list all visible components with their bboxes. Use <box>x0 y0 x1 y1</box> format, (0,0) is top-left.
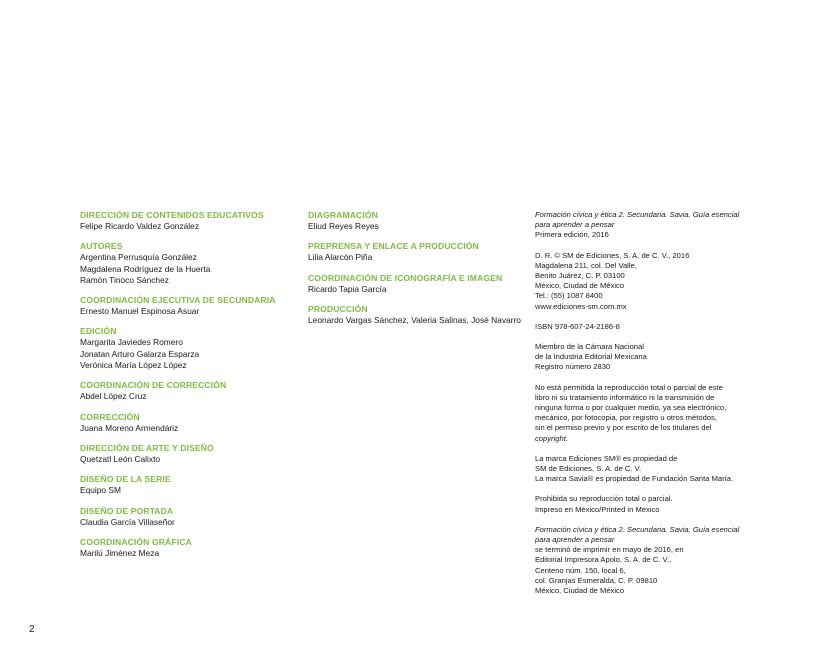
credit-name: Ramón Tinoco Sánchez <box>80 274 169 285</box>
legal-line: ninguna forma o por cualquier medio, ya … <box>535 403 727 413</box>
section-heading: PRODUCCIÓN <box>308 303 368 314</box>
legal-line: Primera edición, 2016 <box>535 230 609 240</box>
credit-name: Juana Moreno Armendáriz <box>80 422 179 433</box>
legal-line: SM de Ediciones, S. A. de C. V. <box>535 464 642 474</box>
legal-line: D. R. © SM de Ediciones, S. A. de C. V.,… <box>535 250 690 260</box>
legal-paragraph: Formación cívica y ética 2. Secundaria. … <box>535 210 740 241</box>
legal-line: La marca Ediciones SM® es propiedad de <box>535 453 678 463</box>
legal-paragraph: Prohibida su reproducción total o parcia… <box>535 494 735 514</box>
legal-line: La marca Savia® es propiedad de Fundació… <box>535 474 734 484</box>
credit-name: Ernesto Manuel Espinosa Asuar <box>80 306 200 317</box>
legal-line: Benito Juárez, C. P. 03100 <box>535 271 625 281</box>
legal-line: mecánico, por fotocopia, por registro u … <box>535 413 717 423</box>
legal-line: Prohibida su reproducción total o parcia… <box>535 494 673 504</box>
section-heading: DISEÑO DE PORTADA <box>80 505 174 516</box>
section-heading: EDICIÓN <box>80 326 117 337</box>
credit-name: Verónica María López López <box>80 360 187 371</box>
section-heading: COORDINACIÓN DE CORRECCIÓN <box>80 380 227 391</box>
legal-line: Magdalena 211, col. Del Valle, <box>535 260 637 270</box>
legal-line: Tel.: (55) 1087 8400 <box>535 291 603 301</box>
legal-line: México, Ciudad de México <box>535 586 625 596</box>
legal-line: Editorial Impresora Apolo, S. A. de C. V… <box>535 555 672 565</box>
legal-line: Centeno núm. 150, local 6, <box>535 565 626 575</box>
credit-name: Quetzatl León Calixto <box>80 453 161 464</box>
section-heading: DIAGRAMACIÓN <box>308 210 378 220</box>
credit-name: Magdalena Rodríguez de la Huerta <box>80 263 211 274</box>
credit-name: Claudia García Villaseñor <box>80 516 175 527</box>
legal-line: se terminó de imprimir en mayo de 2016, … <box>535 545 684 555</box>
credit-name: Equipo SM <box>80 485 121 496</box>
legal-paragraph: No está permitida la reproducción total … <box>535 383 735 444</box>
section-heading: DISEÑO DE LA SERIE <box>80 474 171 485</box>
legal-line: Miembro de la Cámara Nacional <box>535 342 644 352</box>
legal-line: de la Industria Editorial Mexicana <box>535 352 647 362</box>
legal-line: ISBN 978-607-24-2186-8 <box>535 321 620 331</box>
credit-name: Margarita Javiedes Romero <box>80 337 183 348</box>
section-heading: COORDINACIÓN DE ICONOGRAFÍA E IMAGEN <box>308 272 503 283</box>
credit-name: Argentina Perrusquía González <box>80 252 197 263</box>
section-heading: CORRECCIÓN <box>80 411 140 422</box>
legal-line: col. Granjas Esmeralda, C. P. 09810 <box>535 575 658 585</box>
legal-line: sin el permiso previo y por escrito de l… <box>535 423 712 433</box>
legal-line: Formación cívica y ética 2. Secundaria. … <box>535 524 740 534</box>
credit-name: Jonatan Arturo Galarza Esparza <box>80 348 200 359</box>
legal-paragraph: D. R. © SM de Ediciones, S. A. de C. V.,… <box>535 251 735 312</box>
section-heading: PREPRENSA Y ENLACE A PRODUCCIÓN <box>308 241 479 252</box>
legal-line: No está permitida la reproducción total … <box>535 382 723 392</box>
legal-paragraph: ISBN 978-607-24-2186-8 <box>535 322 735 332</box>
credit-name: Marilú Jiménez Meza <box>80 547 160 558</box>
section-heading: AUTORES <box>80 241 123 252</box>
credit-name: Lilia Alarcón Piña <box>308 252 373 263</box>
legal-line: www.ediciones-sm.com.mx <box>535 301 627 311</box>
legal-line: Registro número 2830 <box>535 362 611 372</box>
section-heading: COORDINACIÓN EJECUTIVA DE SECUNDARIA <box>80 295 276 306</box>
credit-name: Ricardo Tapia García <box>308 283 387 294</box>
legal-line: Impreso en México/Printed in Mexico <box>535 504 660 514</box>
credit-name: Abdel López Cruz <box>80 391 147 402</box>
credit-name: Felipe Ricardo Valdez González <box>80 221 200 231</box>
legal-line: copyright. <box>535 433 568 443</box>
credit-name: Leonardo Vargas Sánchez, Valeria Salinas… <box>308 314 521 325</box>
section-heading: DIRECCIÓN DE ARTE Y DISEÑO <box>80 442 214 453</box>
legal-line: México, Ciudad de México <box>535 281 625 291</box>
legal-line: para aprender a pensar <box>535 535 615 545</box>
legal-paragraph: Formación cívica y ética 2. Secundaria. … <box>535 524 740 596</box>
section-heading: DIRECCIÓN DE CONTENIDOS EDUCATIVOS <box>80 210 264 220</box>
credit-name: Eliud Reyes Reyes <box>308 221 379 231</box>
legal-line: Formación cívica y ética 2. Secundaria. … <box>535 210 740 219</box>
legal-line: libro ni su tratamiento informático ni l… <box>535 392 715 402</box>
section-heading: COORDINACIÓN GRÁFICA <box>80 536 192 547</box>
legal-line: para aprender a pensar <box>535 220 615 230</box>
legal-column: Formación cívica y ética 2. Secundaria. … <box>535 210 740 606</box>
page-number: 2 <box>29 624 35 635</box>
